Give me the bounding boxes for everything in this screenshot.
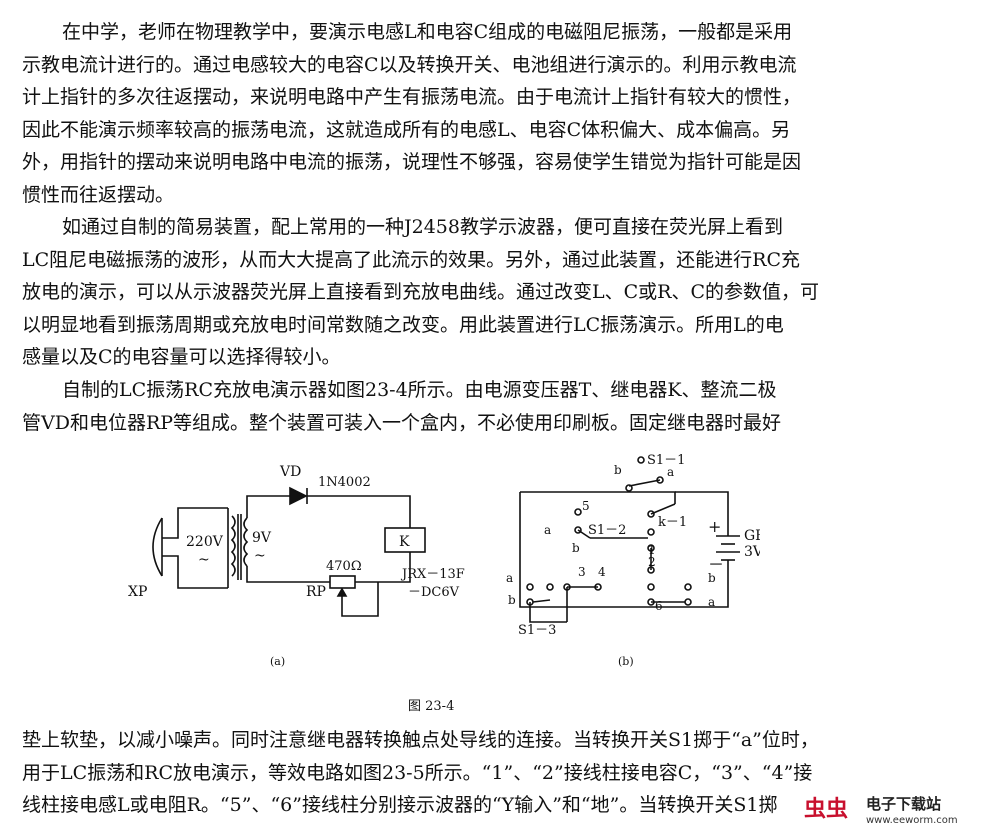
text-line: 管VD和电位器RP等组成。整个装置可装入一个盒内，不必使用印刷板。固定继电器时最… (22, 411, 782, 434)
pos-a-label: a (667, 465, 674, 479)
text-line: 以明显地看到振荡周期或充放电时间常数随之改变。用此装置进行LC振荡演示。所用L的… (22, 313, 784, 336)
secondary-tilde: ~ (254, 548, 266, 564)
pos-b-label: b (508, 593, 516, 607)
text-line: 因此不能演示频率较高的振荡电流，这就造成所有的电感L、电容C体积偏大、成本偏高。… (22, 118, 791, 141)
plug-label: XP (128, 584, 147, 600)
paragraph-1: 在中学，老师在物理教学中，要演示电感L和电容C组成的电磁阻尼振荡，一般都是采用 … (22, 16, 972, 211)
relay-contact-label: k－1 (658, 515, 687, 530)
text-line: 感量以及C的电容量可以选择得较小。 (22, 346, 341, 368)
switch-s1-3-label: S1－3 (518, 623, 556, 638)
text-line: 自制的LC振荡RC充放电演示器如图23-4所示。由电源变压器T、继电器K、整流二… (62, 379, 777, 401)
watermark-brand: 虫虫 (804, 797, 849, 822)
text-line: 用于LC振荡和RC放电演示，等效电路如图23-5所示。“1”、“2”接线柱接电容… (22, 761, 813, 784)
text-line: 垫上软垫，以减小噪声。同时注意继电器转换触点处导线的连接。当转换开关S1掷于“a… (22, 729, 819, 751)
pos-b-label: b (572, 541, 580, 555)
pos-a-label: a (544, 523, 551, 537)
terminal-5-label: 5 (582, 499, 590, 513)
terminal-6-label: 6 (655, 599, 663, 613)
paragraph-3: 自制的LC振荡RC充放电演示器如图23-4所示。由电源变压器T、继电器K、整流二… (22, 374, 972, 439)
circuit-figure: XP 220V ~ 9V ~ VD 1N4002 470Ω RP K JRX－1… (128, 453, 760, 712)
switch-s1-1-label: S1－1 (647, 453, 685, 468)
terminal-1-label: 1 (648, 543, 656, 557)
pot-label: RP (306, 584, 326, 600)
pos-b-label: b (614, 463, 622, 477)
pos-b-label: b (708, 571, 716, 585)
watermark-logo: 虫虫 电子下载站 www.eeworm.com (804, 791, 984, 833)
battery-voltage-label: 3V (744, 544, 760, 560)
text-line: 放电的演示，可以从示波器荧光屏上直接看到充放电曲线。通过改变L、C或R、C的参数… (22, 281, 820, 303)
pos-a-label: a (708, 595, 715, 609)
relay-voltage-label: －DC6V (408, 585, 460, 600)
mains-tilde: ~ (198, 552, 210, 568)
figure-b-sublabel: (b) (618, 655, 634, 668)
text-line: 线柱接电感L或电阻R。“5”、“6”接线柱分别接示波器的“Y输入”和“地”。当转… (22, 794, 778, 816)
secondary-voltage-label: 9V (252, 530, 272, 546)
pos-a-label: a (506, 571, 513, 585)
mains-voltage-label: 220V (186, 534, 224, 550)
paragraph-4: 垫上软垫，以减小噪声。同时注意继电器转换触点处导线的连接。当转换开关S1掷于“a… (22, 724, 972, 822)
text-line: 示教电流计进行的。通过电感较大的电容C以及转换开关、电池组进行演示的。利用示教电… (22, 53, 797, 76)
terminal-4-label: 4 (598, 565, 606, 579)
watermark-site-name: 电子下载站 (866, 795, 942, 813)
battery-minus: － (708, 555, 724, 574)
text-line: 如通过自制的简易装置，配上常用的一种J2458教学示波器，便可直接在荧光屏上看到 (62, 216, 783, 238)
terminal-3-label: 3 (578, 565, 586, 579)
paragraph-2: 如通过自制的简易装置，配上常用的一种J2458教学示波器，便可直接在荧光屏上看到… (22, 211, 972, 374)
text-line: 计上指针的多次往返摆动，来说明电路中产生有振荡电流。由于电流计上指针有较大的惯性… (22, 86, 802, 108)
battery-label: GB (744, 528, 760, 544)
text-line: 外，用指针的摆动来说明电路中电流的振荡，说理性不够强，容易使学生错觉为指针可能是… (22, 151, 802, 173)
terminal-2-label: 2 (648, 555, 656, 569)
pot-value-label: 470Ω (326, 559, 362, 574)
watermark-url: www.eeworm.com (866, 815, 958, 826)
relay-part-label: JRX－13F (400, 567, 465, 582)
figure-a-sublabel: (a) (270, 655, 285, 668)
text-line: 惯性而往返摆动。 (22, 183, 175, 206)
switch-s1-2-label: S1－2 (588, 523, 626, 538)
text-line: 在中学，老师在物理教学中，要演示电感L和电容C组成的电磁阻尼振荡，一般都是采用 (62, 21, 793, 43)
battery-plus: + (708, 517, 721, 536)
diode-label: VD (279, 464, 301, 480)
relay-label: K (399, 534, 410, 550)
figure-caption: 图 23-4 (408, 699, 454, 712)
diode-part-label: 1N4002 (318, 475, 371, 490)
text-line: LC阻尼电磁振荡的波形，从而大大提高了此流示的效果。另外，通过此装置，还能进行R… (22, 248, 801, 271)
